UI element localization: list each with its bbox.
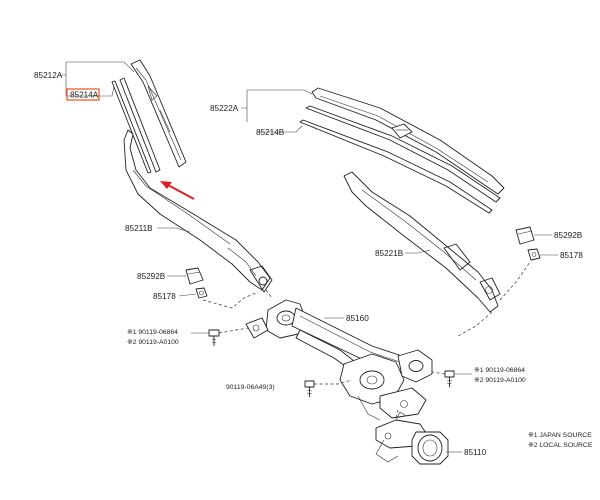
- highlight-box-85214A: [66, 88, 100, 101]
- label-bolt-left-1: ※1 90119-06864: [127, 329, 178, 336]
- left-arm-cap[interactable]: [185, 267, 204, 285]
- label-bolt-left-2: ※2 90119-A0100: [127, 339, 179, 346]
- wiper-motor[interactable]: [375, 411, 449, 465]
- right-wiper-blade[interactable]: [299, 87, 505, 214]
- leader-85212A: [60, 61, 135, 76]
- linkage-bolt[interactable]: [304, 380, 315, 397]
- label-85110: 85110: [464, 448, 487, 457]
- label-85222A: 85222A: [210, 104, 239, 113]
- label-85214B: 85214B: [256, 128, 285, 137]
- left-wiper-blade[interactable]: [111, 59, 187, 174]
- left-wiper-arm[interactable]: [123, 129, 273, 293]
- right-arm-cap[interactable]: [515, 226, 535, 245]
- label-85160: 85160: [346, 314, 369, 323]
- wiper-linkage[interactable]: [245, 299, 433, 421]
- right-wiper-arm[interactable]: [343, 171, 501, 313]
- left-mount-bolt[interactable]: [208, 329, 220, 346]
- label-85214A: 85214A: [70, 91, 99, 100]
- red-arrow-icon: [160, 181, 195, 200]
- note-local-source: ※2 LOCAL SOURCE: [528, 442, 593, 449]
- right-arm-nut[interactable]: [527, 248, 541, 261]
- label-85178-right: 85178: [560, 251, 583, 260]
- right-mount-bolt[interactable]: [444, 370, 455, 387]
- label-85178-left: 85178: [153, 292, 176, 301]
- leader-85214A: [65, 75, 115, 97]
- label-bolt-mid: 90119-06A49(3): [226, 384, 275, 391]
- label-85221B: 85221B: [375, 249, 404, 258]
- label-bolt-right-1: ※1 90119-06864: [474, 367, 525, 374]
- label-85211B: 85211B: [125, 224, 153, 233]
- label-85292B-left: 85292B: [137, 272, 166, 281]
- label-85292B-right: 85292B: [554, 231, 583, 240]
- label-bolt-right-2: ※2 90119-A0100: [474, 377, 526, 384]
- note-japan-source: ※1 JAPAN SOURCE: [528, 432, 592, 439]
- left-arm-nut[interactable]: [195, 287, 208, 299]
- label-85212A: 85212A: [34, 71, 63, 80]
